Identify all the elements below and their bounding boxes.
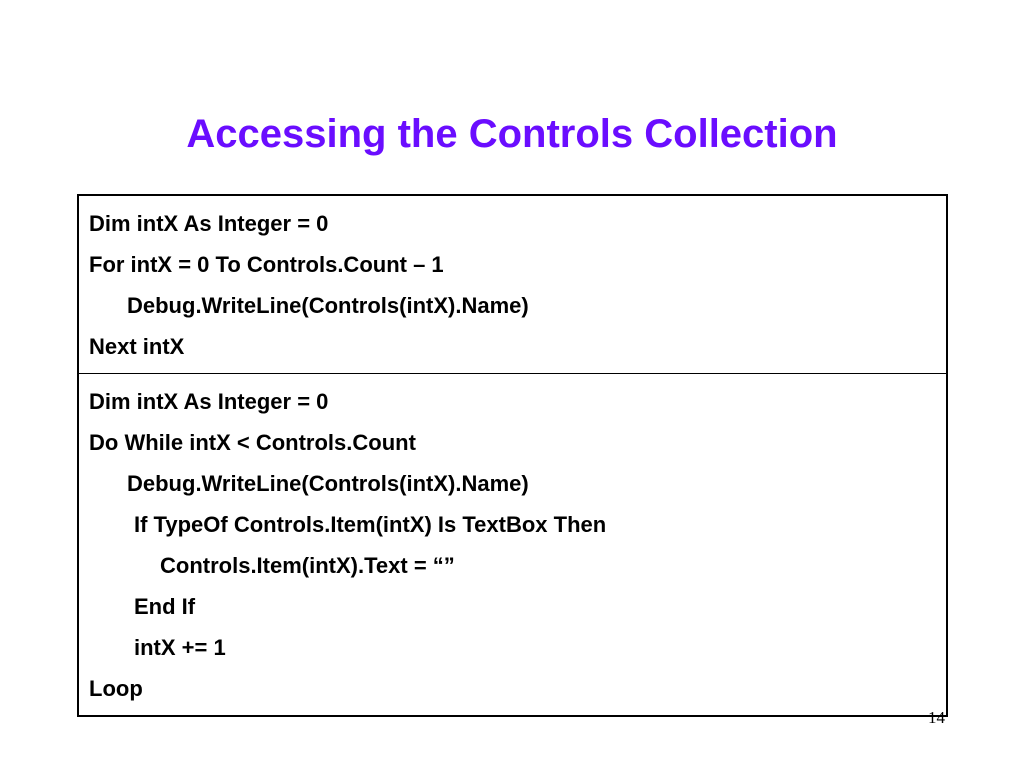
- code-line: End If: [134, 594, 196, 619]
- code-line: Debug.WriteLine(Controls(intX).Name): [127, 293, 529, 318]
- code-line: Dim intX As Integer = 0: [89, 211, 329, 236]
- code-line: intX += 1: [134, 635, 226, 660]
- code-line: Debug.WriteLine(Controls(intX).Name): [127, 471, 529, 496]
- code-line: If TypeOf Controls.Item(intX) Is TextBox…: [134, 512, 607, 537]
- code-cell-do-while-loop: Dim intX As Integer = 0 Do While intX < …: [79, 373, 946, 715]
- code-line: For intX = 0 To Controls.Count – 1: [89, 252, 444, 277]
- code-line: Loop: [89, 676, 143, 701]
- code-line: Controls.Item(intX).Text = “”: [160, 553, 455, 578]
- code-line: Dim intX As Integer = 0: [89, 389, 329, 414]
- code-table: Dim intX As Integer = 0 For intX = 0 To …: [77, 194, 948, 717]
- page-number: 14: [928, 708, 945, 727]
- slide-title: Accessing the Controls Collection: [186, 112, 838, 156]
- code-line: Next intX: [89, 334, 185, 359]
- code-line: Do While intX < Controls.Count: [89, 430, 416, 455]
- code-cell-for-loop: Dim intX As Integer = 0 For intX = 0 To …: [79, 196, 946, 373]
